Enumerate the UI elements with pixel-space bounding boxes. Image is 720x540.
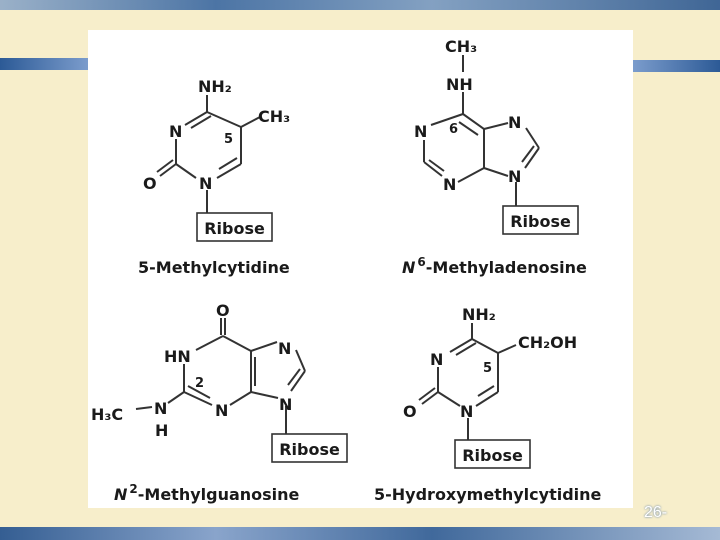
top-decorative-stripe — [0, 0, 720, 10]
m5c-ribose-box — [196, 212, 273, 242]
left-decorative-stripe — [0, 58, 88, 70]
m6a-n3-label: N — [443, 175, 456, 194]
m2g-n9-label: N — [279, 395, 292, 414]
m2g-hn-label: HN — [164, 347, 191, 366]
m5c-ch3-label: CH₃ — [258, 107, 290, 126]
m2g-n3-label: N — [215, 401, 228, 420]
slide-number: 26- — [644, 504, 668, 521]
m2g-name-superscript: 2 — [129, 482, 137, 496]
m6a-position-label: 6 — [449, 122, 458, 137]
hm5c-n3-label: N — [430, 350, 443, 369]
hm5c-n1-label: N — [460, 402, 473, 421]
modified-nucleosides-figure: NH₂ CH₃ N 5 N O Ribose 5-Methylcytidine … — [88, 30, 633, 508]
right-decorative-stripe — [633, 60, 720, 72]
m6a-ribose-box — [502, 205, 579, 235]
hm5c-ribose-box — [454, 439, 531, 469]
m6a-ch3-label: CH₃ — [445, 37, 477, 56]
hm5c-name: 5-Hydroxymethylcytidine — [374, 485, 602, 504]
m2g-name-rest: -Methylguanosine — [138, 485, 300, 504]
m2g-ribose-box — [271, 433, 348, 463]
m5c-nh2-label: NH₂ — [198, 77, 232, 96]
structure-5-methylcytidine: NH₂ CH₃ N 5 N O Ribose 5-Methylcytidine — [138, 77, 290, 277]
hm5c-nh2-label: NH₂ — [462, 305, 496, 324]
m6a-name-rest: -Methyladenosine — [426, 258, 587, 277]
m5c-name: 5-Methylcytidine — [138, 258, 290, 277]
m2g-name-prefix: N — [114, 485, 128, 504]
m2g-n7-label: N — [278, 339, 291, 358]
m2g-ribose-label: Ribose — [279, 440, 340, 459]
m2g-h3c-label: H₃C — [91, 405, 123, 424]
structures-svg: NH₂ CH₃ N 5 N O Ribose 5-Methylcytidine … — [91, 37, 602, 504]
m6a-n1-label: N — [414, 122, 427, 141]
m2g-position-label: 2 — [195, 376, 204, 391]
structure-5-hydroxymethylcytidine: NH₂ CH₂OH N 5 N O Ribose 5-Hydroxymethyl… — [374, 305, 602, 504]
bottom-decorative-stripe — [0, 527, 720, 540]
hm5c-ribose-label: Ribose — [462, 446, 523, 465]
hm5c-ch2oh-label: CH₂OH — [518, 333, 577, 352]
hm5c-position-label: 5 — [483, 361, 492, 376]
m5c-position-label: 5 — [224, 132, 233, 147]
m2g-amine-h-label: H — [155, 421, 168, 440]
m6a-name-superscript: 6 — [417, 255, 425, 269]
m2g-amine-n-label: N — [154, 399, 167, 418]
m5c-n1-label: N — [199, 174, 212, 193]
m5c-n3-label: N — [169, 122, 182, 141]
m6a-n7-label: N — [508, 113, 521, 132]
m2g-o-label: O — [216, 301, 230, 320]
m5c-o-label: O — [143, 174, 157, 193]
m6a-name-prefix: N — [402, 258, 416, 277]
m6a-n9-label: N — [508, 167, 521, 186]
hm5c-o-label: O — [403, 402, 417, 421]
m6a-ribose-label: Ribose — [510, 212, 571, 231]
m5c-ribose-label: Ribose — [204, 219, 265, 238]
m6a-nh-label: NH — [446, 75, 473, 94]
